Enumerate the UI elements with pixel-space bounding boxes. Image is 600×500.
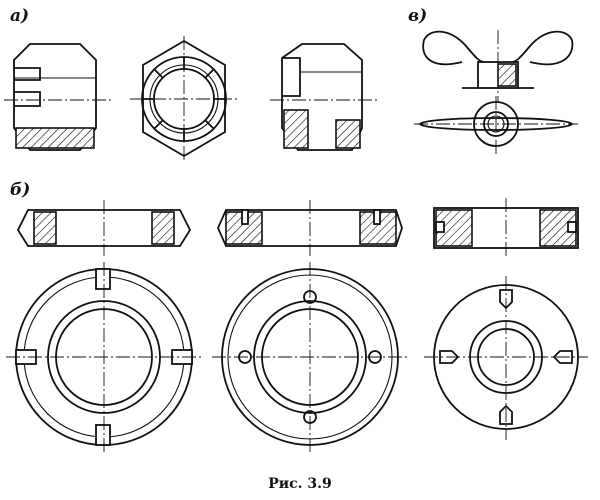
round-nut-face-holes-top-view [424,276,588,440]
group-v-label: в) [408,6,428,26]
round-nut-holes-side-view [217,200,403,256]
castle-nut-top-view [130,36,238,162]
slotted-nut-section-view [270,43,378,151]
group-b-label: б) [10,180,31,200]
wing-nut-front-view [422,30,574,102]
round-nut-slots-side-view [16,200,192,256]
group-a-label: а) [10,6,30,26]
wing-nut-top-view [414,96,578,156]
figure-caption: Рис. 3.9 [268,476,332,492]
round-nut-face-holes-side-view [433,198,579,258]
slotted-nut-side-view [4,43,112,151]
round-nut-slots-top-view [6,262,202,452]
round-nut-holes-top-view [212,262,408,452]
